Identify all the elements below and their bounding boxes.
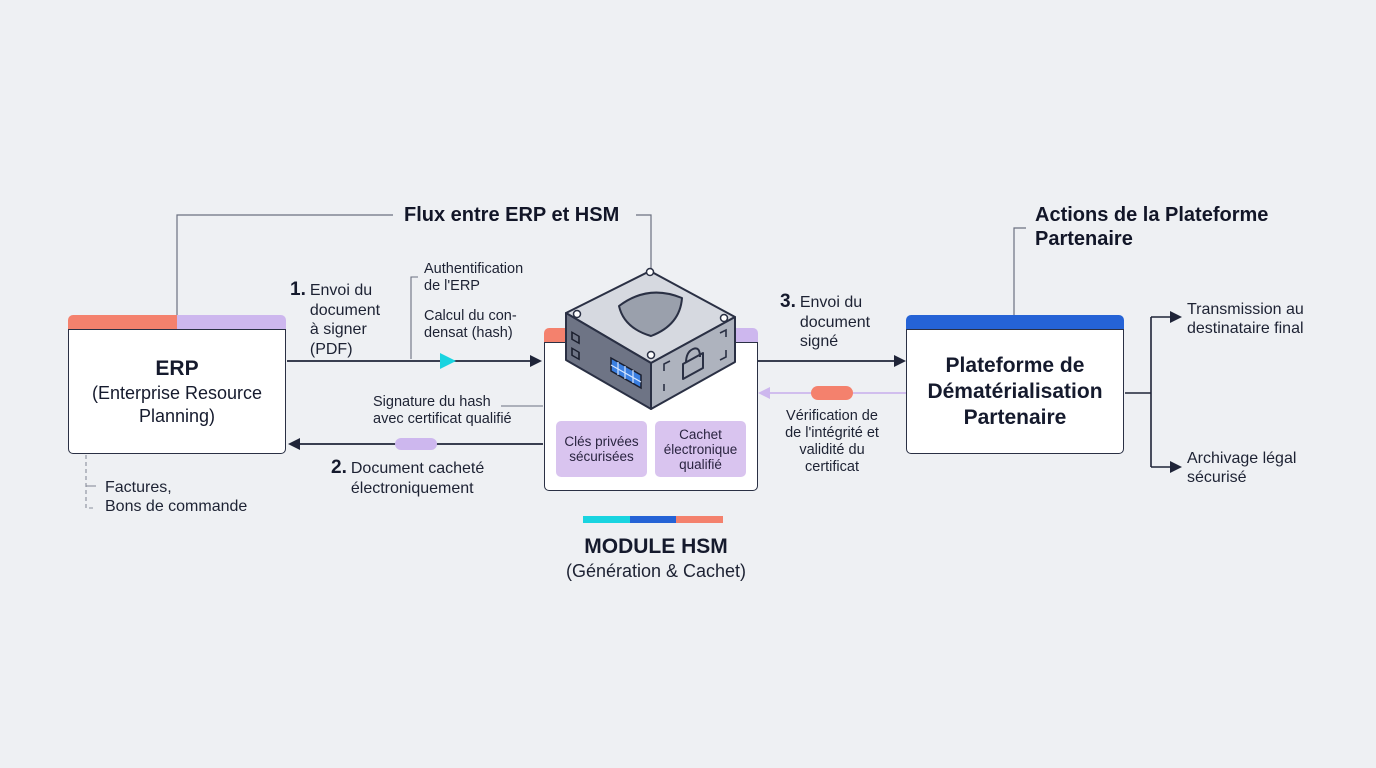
platform-line2: Dématérialisation (927, 379, 1103, 403)
erp-note-line2: Bons de commande (105, 498, 248, 515)
step3-line2: document (799, 313, 871, 331)
actions-title-line2: Partenaire (1035, 228, 1133, 250)
step2-number: 2. (331, 457, 347, 478)
output-transmission: Transmission au destinataire final (1187, 300, 1304, 338)
chip1-line2: sécurisées (569, 449, 634, 464)
step2-line2: électroniquement (350, 479, 474, 497)
chip-electronic-seal: Cachet électronique qualifié (655, 421, 746, 477)
chip1-line1: Clés privées (564, 434, 639, 449)
step1-line2: document (309, 301, 381, 319)
hsm-caption: MODULE HSM (Génération & Cachet) (500, 534, 812, 582)
verif-line3: validité du (799, 442, 865, 458)
step1-label: 1. Envoi du document à signer (PDF) (290, 279, 380, 359)
lock-icon (682, 347, 704, 380)
erp-box: ERP (Enterprise Resource Planning) (68, 329, 286, 454)
step1-line3: à signer (309, 321, 367, 338)
erp-header-bar (68, 315, 286, 330)
hsm-color-strip (583, 516, 724, 523)
erp-title: ERP (155, 356, 199, 380)
chip2-line2: électronique (663, 441, 738, 457)
chip2-line1: Cachet (679, 426, 722, 442)
verif-line2: de l'intégrité et (785, 425, 879, 441)
step1-line1: Envoi du (309, 282, 373, 299)
chip2-line3: qualifié (679, 456, 722, 472)
out1-line2: destinataire final (1187, 320, 1304, 337)
step3-number: 3. (780, 291, 796, 312)
actions-title: Actions de la Plateforme Partenaire (1035, 203, 1268, 251)
hsm-subtitle: (Génération & Cachet) (565, 561, 747, 581)
platform-line3: Partenaire (963, 405, 1067, 429)
erp-subtitle-line2: Planning) (138, 405, 216, 426)
chip-private-keys: Clés privées sécurisées (556, 421, 647, 477)
erp-note-bracket (85, 455, 96, 509)
actions-title-line1: Actions de la Plateforme (1035, 204, 1269, 226)
platform-header-bar (906, 315, 1124, 330)
auth-line2: de l'ERP (424, 278, 480, 294)
calc-line2: densat (hash) (424, 325, 513, 341)
actions-title-bracket (1013, 227, 1026, 318)
step1-cyan-marker (440, 353, 456, 369)
calc-line1: Calcul du con- (424, 308, 517, 324)
output-archiving: Archivage légal sécurisé (1187, 449, 1296, 487)
out1-line1: Transmission au (1187, 301, 1304, 318)
platform-line1: Plateforme de (945, 353, 1085, 377)
erp-note: Factures, Bons de commande (105, 478, 247, 516)
step1-line4: (PDF) (309, 340, 353, 358)
keypad-icon (610, 356, 642, 390)
calc-label: Calcul du con- densat (hash) (424, 308, 517, 342)
verif-line4: certificat (805, 459, 859, 475)
auth-label: Authentification de l'ERP (424, 261, 523, 295)
out2-line1: Archivage légal (1187, 450, 1297, 467)
signature-line1: Signature du hash (373, 394, 491, 410)
hsm-title: MODULE HSM (584, 535, 728, 558)
flux-title-bracket-right (636, 214, 652, 268)
step1-number: 1. (290, 279, 306, 300)
step3-label: 3. Envoi du document signé (780, 291, 870, 352)
auth-bracket (410, 276, 418, 359)
verification-coral-marker (811, 386, 853, 400)
step3-line3: signé (799, 333, 839, 350)
verification-label: Vérification de de l'intégrité et validi… (766, 408, 898, 476)
shield-icon (618, 291, 683, 337)
signature-label: Signature du hash avec certificat qualif… (373, 394, 512, 428)
verif-line1: Vérification de (786, 408, 878, 424)
flux-title: Flux entre ERP et HSM (404, 204, 620, 226)
step2-label: 2. Document cacheté électroniquement (331, 457, 484, 498)
signature-line2: avec certificat qualifié (373, 411, 512, 427)
out2-line2: sécurisé (1187, 469, 1247, 486)
step3-line1: Envoi du (799, 294, 863, 311)
step2-line1: Document cacheté (350, 460, 485, 477)
step2-lavender-marker (395, 438, 437, 450)
auth-line1: Authentification (424, 261, 524, 277)
erp-note-line1: Factures, (105, 479, 172, 496)
erp-subtitle-line1: (Enterprise Resource (91, 382, 263, 403)
platform-box: Plateforme de Dématérialisation Partenai… (906, 329, 1124, 454)
flux-title-bracket-left (176, 214, 393, 318)
